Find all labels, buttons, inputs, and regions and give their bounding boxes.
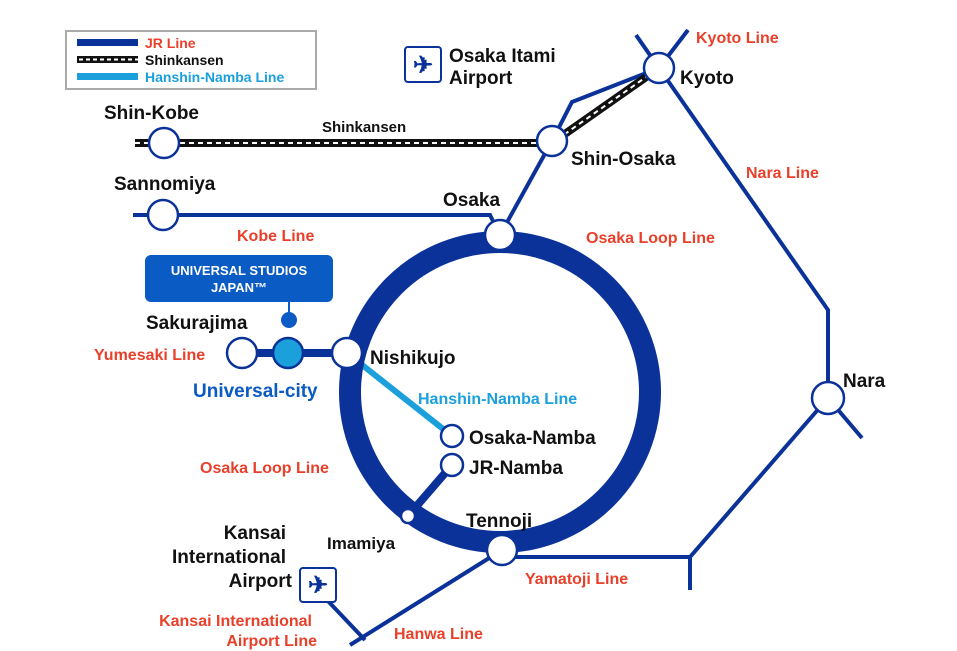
label-loop-line-left: Osaka Loop Line — [200, 460, 329, 477]
label-shin-kobe: Shin-Kobe — [104, 103, 199, 124]
station-tennoji[interactable] — [485, 533, 519, 567]
itami-airport-icon: ✈ — [404, 46, 442, 83]
label-osaka: Osaka — [443, 190, 500, 211]
label-loop-line-right: Osaka Loop Line — [586, 230, 715, 247]
svg-text:✈: ✈ — [413, 52, 433, 79]
station-osaka-namba[interactable] — [439, 423, 465, 449]
legend-hanshin-swatch — [77, 73, 138, 80]
label-kix-line-1: Kansai International — [159, 613, 312, 630]
station-sannomiya[interactable] — [146, 198, 180, 232]
label-kobe-line: Kobe Line — [237, 228, 314, 245]
label-sannomiya: Sannomiya — [114, 174, 216, 195]
label-hanwa-line: Hanwa Line — [394, 626, 483, 643]
label-yumesaki-line: Yumesaki Line — [94, 347, 205, 364]
label-nishikujo: Nishikujo — [370, 348, 456, 369]
label-tennoji: Tennoji — [466, 511, 532, 532]
kobe-line — [133, 213, 502, 236]
usj-line1: UNIVERSAL STUDIOS — [171, 263, 308, 278]
station-sakurajima[interactable] — [225, 336, 259, 370]
label-hanshin-namba-line: Hanshin-Namba Line — [418, 391, 577, 408]
label-jr-namba: JR-Namba — [469, 458, 563, 479]
hanwa-line — [348, 548, 504, 647]
label-yamatoji-line: Yamatoji Line — [525, 571, 628, 588]
legend-hanshin-label: Hanshin-Namba Line — [145, 69, 284, 85]
label-osaka-namba: Osaka-Namba — [469, 428, 596, 449]
label-itami-1: Osaka Itami — [449, 46, 556, 67]
legend-jr-label: JR Line — [145, 35, 196, 51]
label-nara-line: Nara Line — [746, 165, 819, 182]
station-universal-city[interactable] — [271, 336, 305, 370]
station-imamiya[interactable] — [399, 507, 417, 525]
kansai-airport-line — [325, 598, 367, 642]
station-nara[interactable] — [810, 380, 846, 416]
stations — [146, 51, 846, 567]
station-nishikujo[interactable] — [330, 336, 364, 370]
station-osaka[interactable] — [483, 218, 517, 252]
label-nara: Nara — [843, 371, 886, 392]
hanshin-namba-line — [345, 350, 454, 439]
usj-line2: JAPAN™ — [211, 280, 267, 295]
label-sakurajima: Sakurajima — [146, 313, 248, 334]
station-shin-kobe[interactable] — [147, 126, 181, 160]
svg-text:✈: ✈ — [308, 572, 328, 599]
station-kyoto[interactable] — [642, 51, 676, 85]
label-kansai-3: Airport — [229, 571, 293, 592]
label-kyoto-line: Kyoto Line — [696, 30, 779, 47]
label-kix-line-2: Airport Line — [226, 633, 317, 650]
kansai-airport-icon: ✈ — [299, 567, 337, 603]
label-universal-city: Universal-city — [193, 381, 318, 402]
station-shin-osaka[interactable] — [535, 124, 569, 158]
label-itami-2: Airport — [449, 68, 513, 89]
station-jr-namba[interactable] — [439, 452, 465, 478]
usj-dot — [281, 312, 297, 328]
label-shin-osaka: Shin-Osaka — [571, 149, 676, 170]
legend: JR Line Shinkansen Hanshin-Namba Line — [65, 30, 317, 90]
label-kansai-2: International — [172, 547, 286, 568]
usj-callout[interactable]: UNIVERSAL STUDIOS JAPAN™ — [145, 255, 333, 328]
legend-jr-swatch — [77, 39, 138, 46]
label-shinkansen: Shinkansen — [322, 119, 406, 136]
label-imamiya: Imamiya — [327, 534, 396, 553]
label-kyoto: Kyoto — [680, 68, 734, 89]
label-kansai-1: Kansai — [224, 523, 286, 544]
legend-shinkansen-label: Shinkansen — [145, 52, 224, 68]
